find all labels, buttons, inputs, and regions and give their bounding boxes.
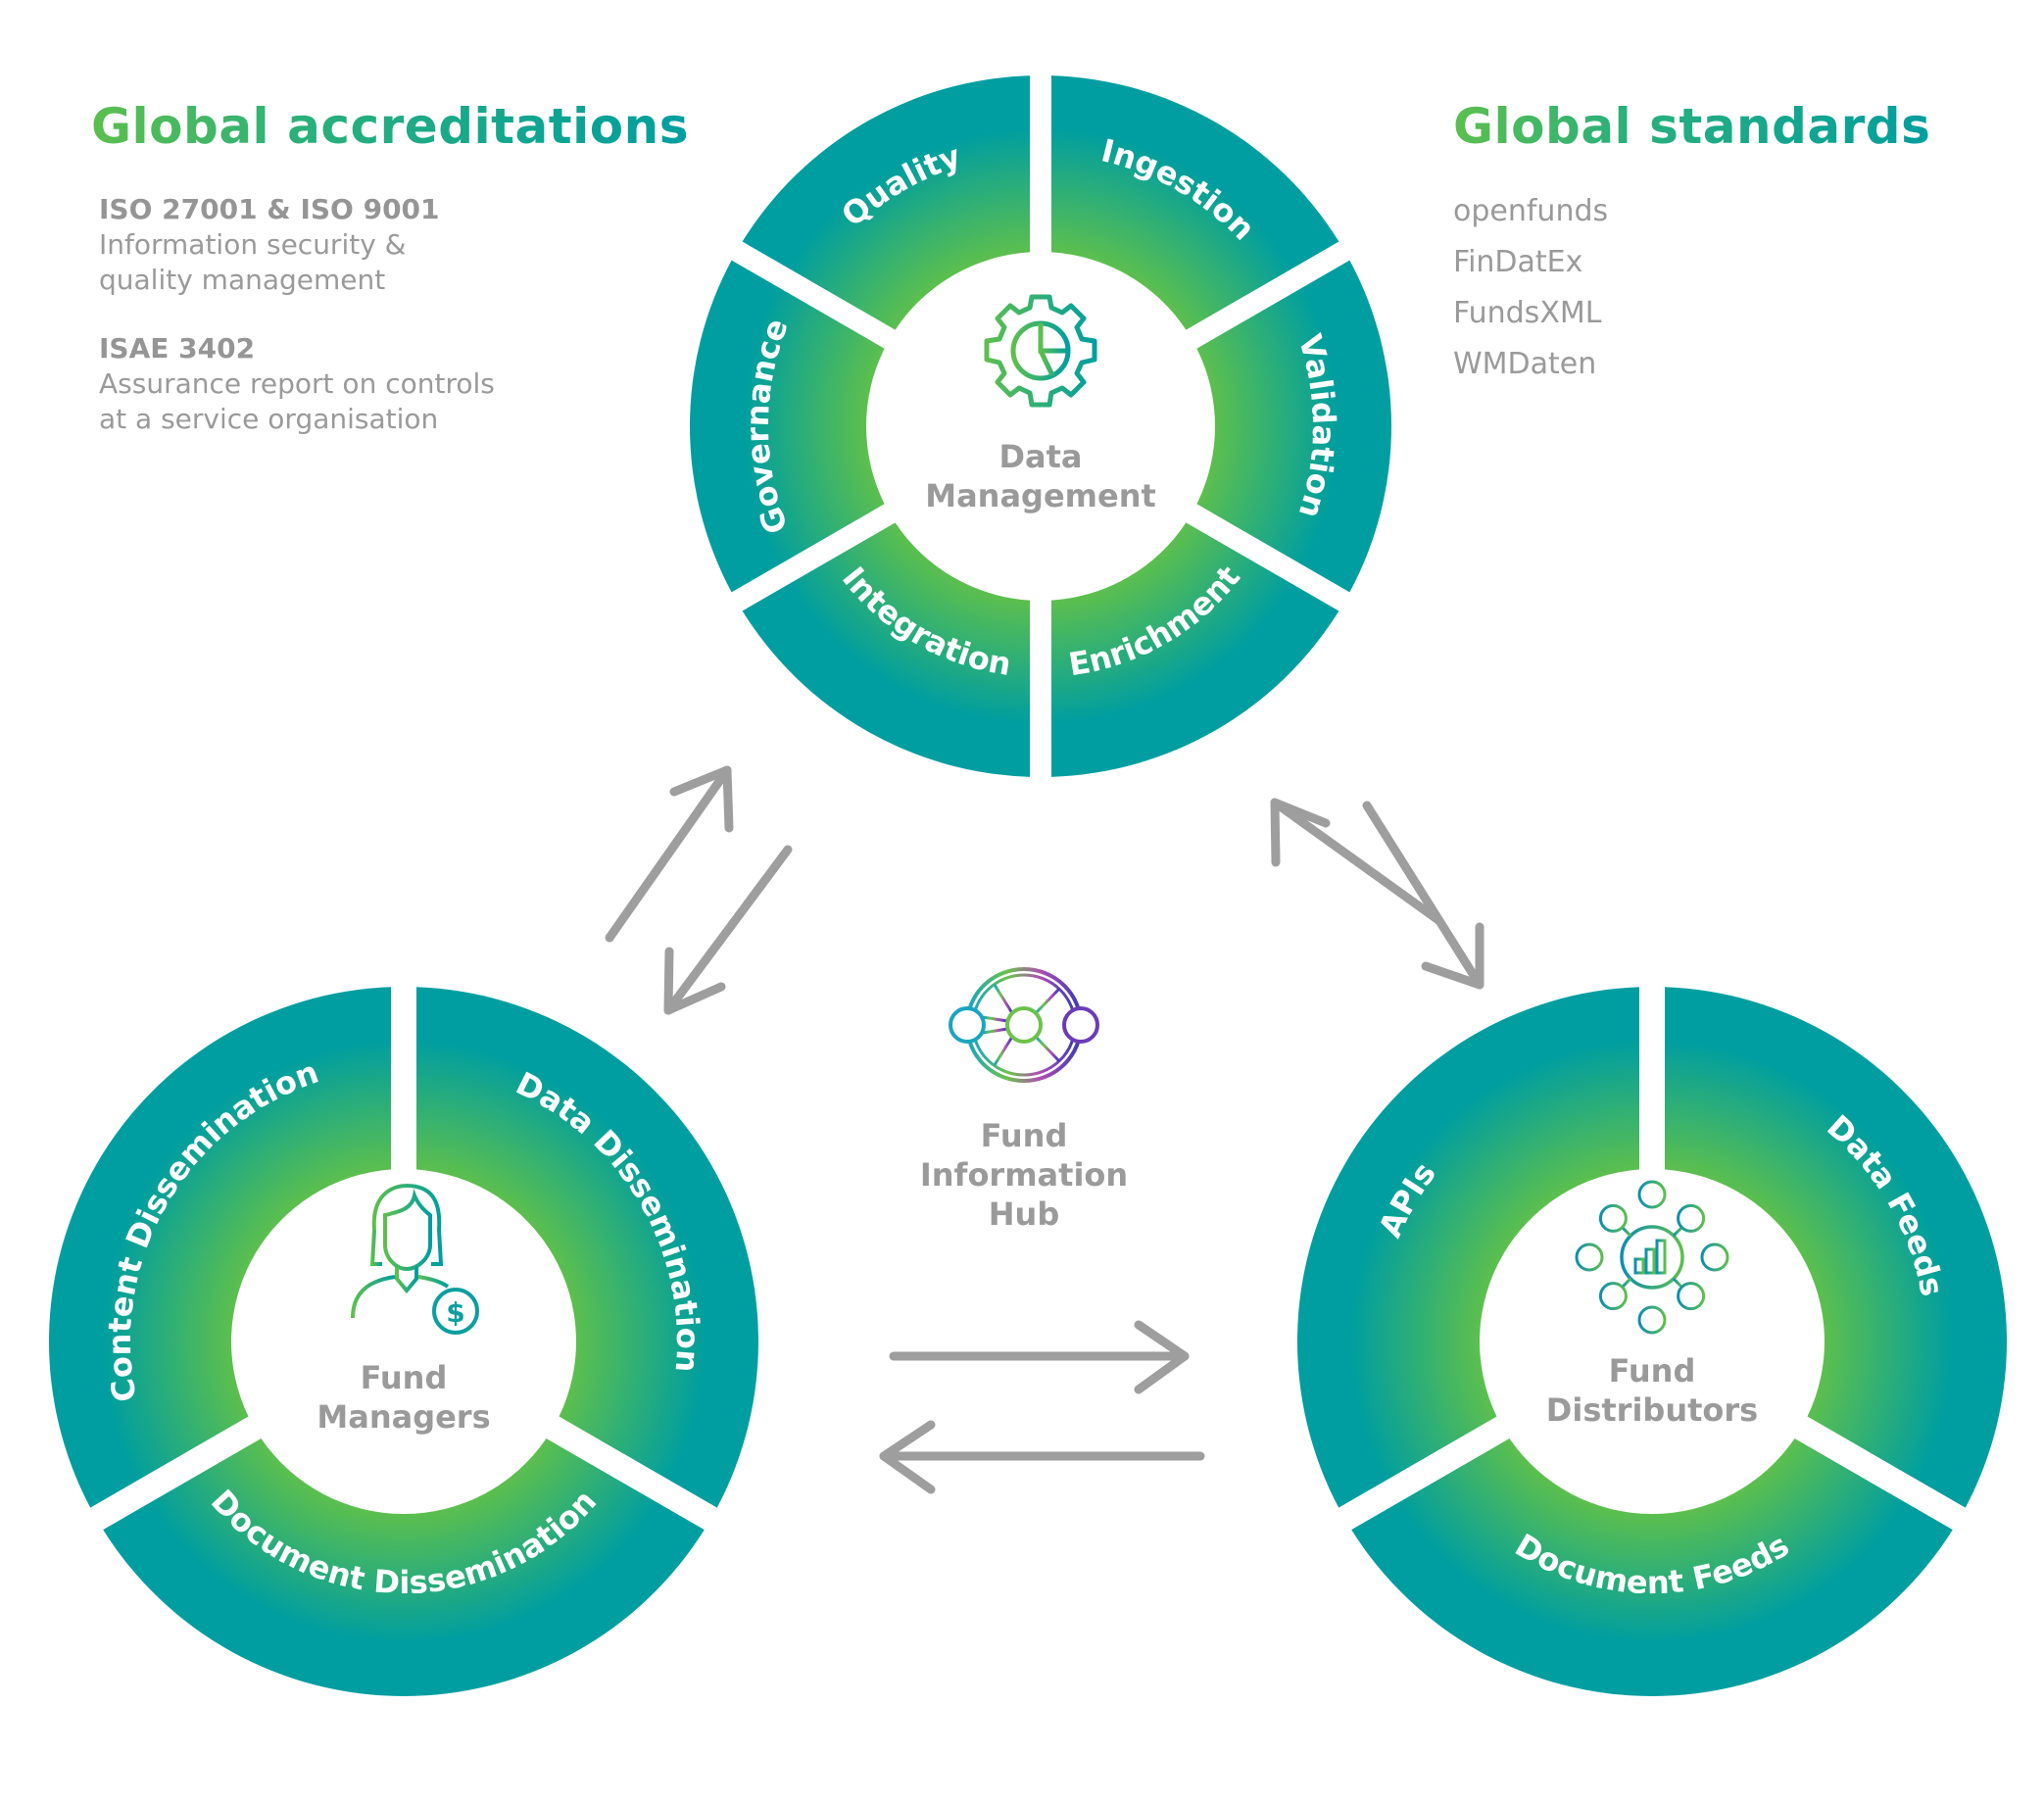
accreditation-item: ISAE 3402 Assurance report on controls a…: [99, 331, 495, 437]
accreditation-description: at a service organisation: [99, 403, 439, 435]
accreditation-name: ISAE 3402: [99, 332, 256, 365]
standards-title: Global standards: [1453, 98, 1931, 155]
ring-segment[interactable]: [415, 987, 759, 1508]
woman-dollar-icon: $: [351, 1183, 479, 1335]
ring-segment[interactable]: [742, 522, 1031, 777]
arrow-distributors-to-managers: [879, 1420, 1205, 1494]
accreditation-description: Assurance report on controls: [99, 367, 495, 400]
hub-label: Fund: [361, 1359, 448, 1396]
ring-segment[interactable]: [689, 260, 885, 593]
data-management-hub: Data Management: [925, 294, 1156, 514]
hub-label: Managers: [316, 1398, 490, 1436]
standard-item: FinDatEx: [1453, 245, 1583, 279]
hub-label: Management: [925, 477, 1156, 514]
center-label: Hub: [989, 1195, 1059, 1233]
ring-segment[interactable]: [1050, 522, 1339, 777]
arrow-distributors-to-data-management: [1270, 798, 1443, 925]
ring-segment[interactable]: [103, 1438, 705, 1697]
standards-list: openfunds FinDatEx FundsXML WMDaten: [1453, 186, 1608, 390]
standard-item: openfunds: [1453, 194, 1609, 228]
fund-distributors-hub: Fund Distributors: [1546, 1180, 1758, 1429]
center-label: Information: [920, 1156, 1128, 1194]
network-bar-chart-icon: [1575, 1180, 1729, 1335]
flow-arrows: [605, 765, 1484, 1494]
fund-managers-hub: $ Fund Managers: [316, 1183, 491, 1436]
accreditation-description: quality management: [99, 264, 386, 296]
ring-segment[interactable]: [1296, 987, 1640, 1508]
ring-segment[interactable]: [1351, 1438, 1953, 1697]
ring-segment[interactable]: [742, 75, 1031, 330]
accreditations-title: Global accreditations: [91, 98, 690, 155]
arrow-managers-to-data-management: [605, 765, 734, 943]
arrow-data-management-to-managers: [663, 845, 793, 1015]
center-label: Fund: [981, 1117, 1068, 1154]
arrow-data-management-to-distributors: [1362, 801, 1484, 990]
arrow-managers-to-distributors: [889, 1320, 1190, 1394]
data-management-ring: IngestionValidationEnrichmentIntegration…: [689, 75, 1391, 777]
accreditation-name: ISO 27001 & ISO 9001: [99, 193, 440, 225]
gear-pie-chart-icon: [984, 294, 1097, 408]
standard-item: FundsXML: [1453, 296, 1602, 330]
hub-network-icon: [949, 967, 1099, 1083]
fund-information-hub: Fund Information Hub: [920, 967, 1128, 1233]
ring-segment[interactable]: [1196, 260, 1391, 593]
hub-label: Fund: [1609, 1352, 1696, 1389]
ring-segment[interactable]: [1050, 75, 1339, 330]
dollar-icon: $: [446, 1296, 464, 1329]
standard-item: WMDaten: [1453, 347, 1597, 381]
accreditation-item: ISO 27001 & ISO 9001 Information securit…: [99, 192, 440, 298]
ring-segment[interactable]: [48, 987, 392, 1508]
hub-label: Data: [998, 438, 1082, 475]
hub-label: Distributors: [1546, 1391, 1758, 1429]
accreditation-description: Information security &: [99, 228, 407, 261]
ring-segment[interactable]: [1664, 987, 2008, 1508]
